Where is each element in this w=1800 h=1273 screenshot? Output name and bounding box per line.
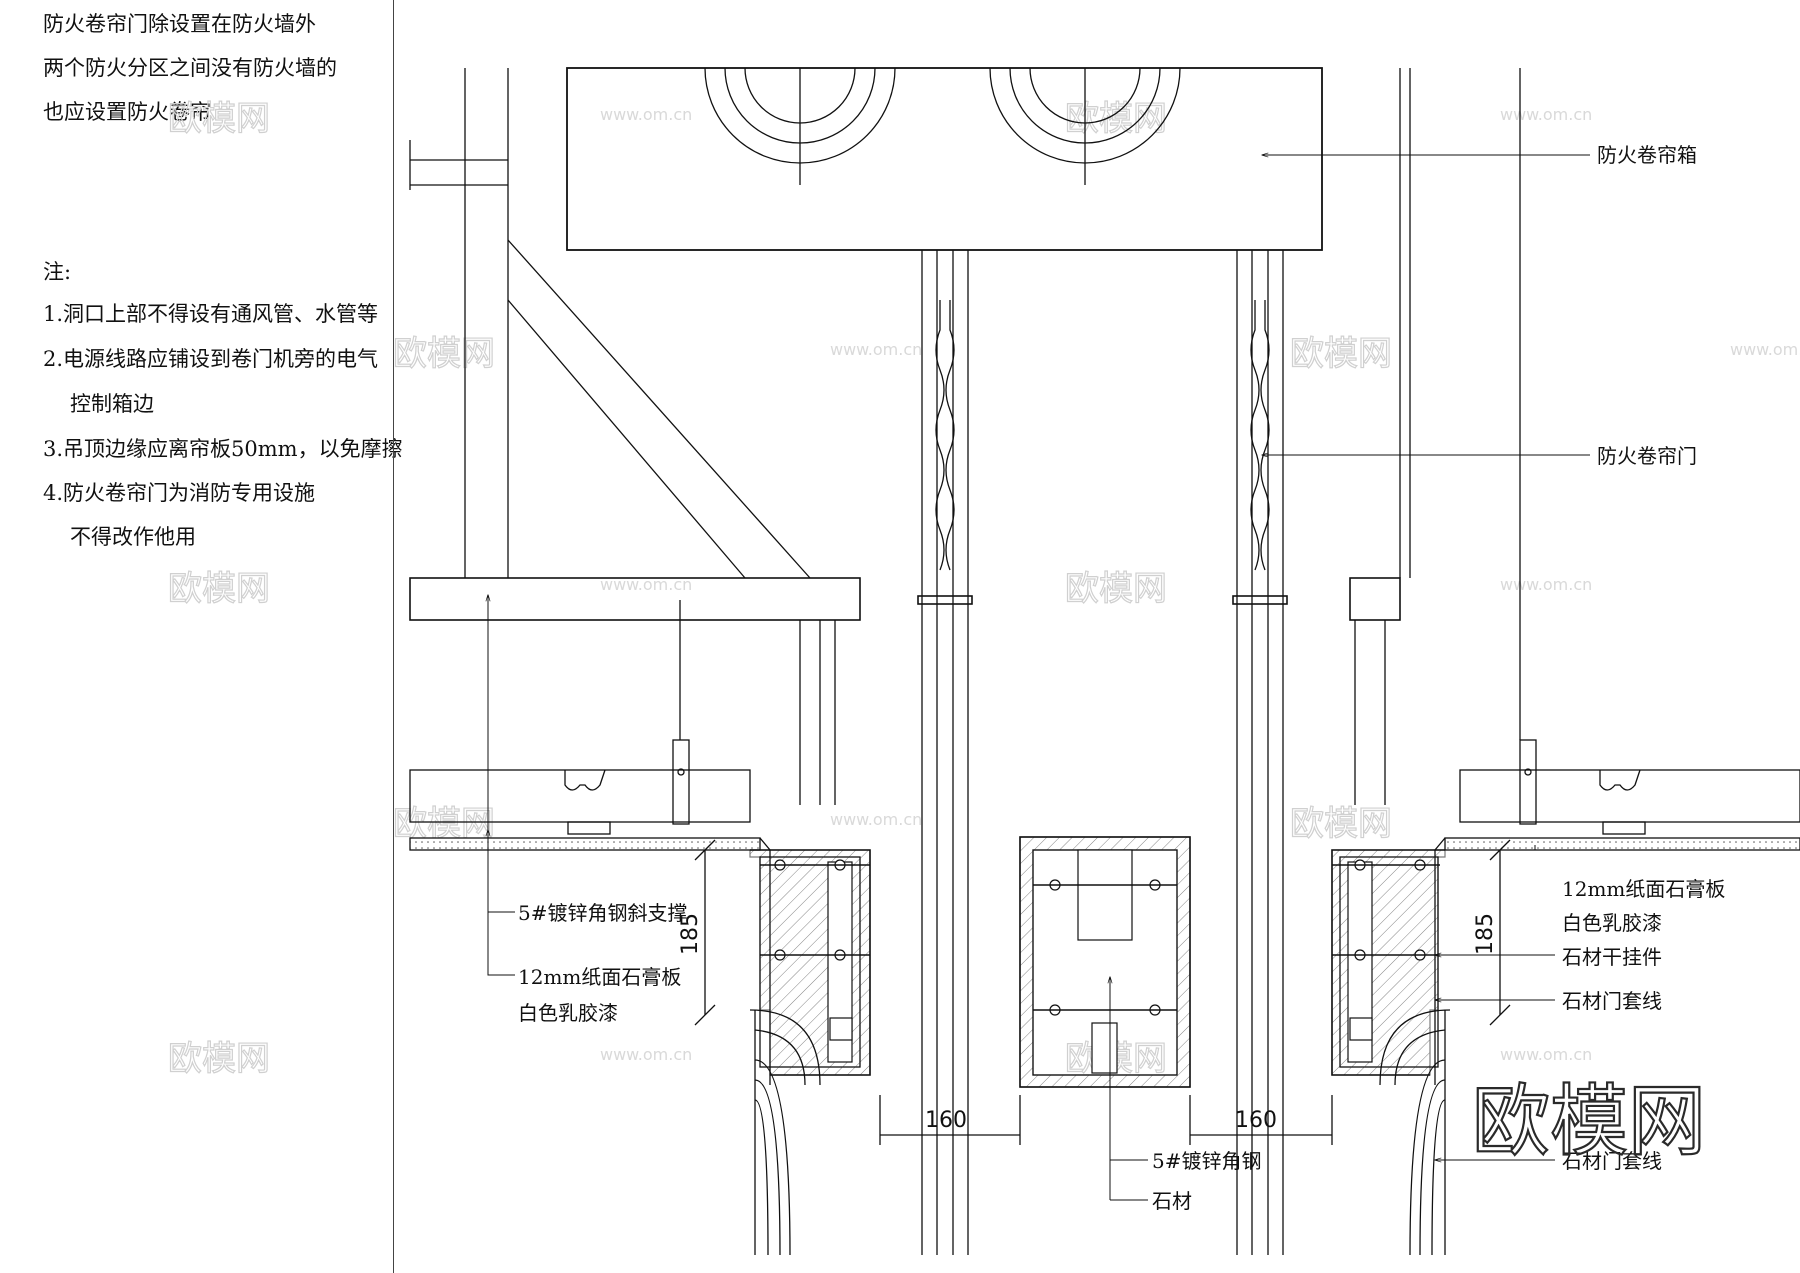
- label-box: 防火卷帘箱: [1597, 143, 1697, 167]
- label-right-board-1: 12mm纸面石膏板: [1562, 877, 1725, 901]
- svg-text:欧模网: 欧模网: [1065, 99, 1167, 139]
- svg-text:欧模网: 欧模网: [1290, 334, 1392, 374]
- label-stone: 石材: [1152, 1189, 1192, 1213]
- dim-left-gap: 160: [925, 1108, 967, 1133]
- intro-line-2: 两个防火分区之间没有防火墙的: [43, 56, 337, 80]
- label-angle-steel: 5#镀锌角钢: [1152, 1149, 1261, 1173]
- panel-divider: [393, 0, 394, 1273]
- svg-text:欧模网: 欧模网: [168, 99, 270, 139]
- label-stone-hanger: 石材干挂件: [1562, 945, 1662, 969]
- intro-line-1: 防火卷帘门除设置在防火墙外: [43, 12, 316, 36]
- svg-text:欧模网: 欧模网: [1065, 569, 1167, 609]
- label-left-brace: 5#镀锌角钢斜支撑: [518, 901, 687, 925]
- note-item: 控制箱边: [70, 392, 154, 416]
- note-item: 1.洞口上部不得设有通风管、水管等: [43, 302, 379, 326]
- label-left-board-2: 白色乳胶漆: [518, 1001, 618, 1025]
- svg-text:www.om.cn: www.om.cn: [1730, 340, 1800, 359]
- svg-text:www.om.cn: www.om.cn: [830, 810, 922, 829]
- note-item: 2.电源线路应铺设到卷门机旁的电气: [43, 347, 379, 371]
- label-door-trim-1: 石材门套线: [1562, 989, 1662, 1013]
- notes-panel: 防火卷帘门除设置在防火墙外 两个防火分区之间没有防火墙的 也应设置防火卷帘 注:…: [0, 0, 403, 1273]
- note-item: 3.吊顶边缘应离帘板50mm，以免摩擦: [43, 437, 403, 461]
- note-item: 4.防火卷帘门为消防专用设施: [43, 481, 316, 505]
- note-item: 不得改作他用: [70, 525, 196, 549]
- svg-text:www.om.cn: www.om.cn: [830, 340, 922, 359]
- intro-line-3: 也应设置防火卷帘: [43, 100, 211, 124]
- label-curtain: 防火卷帘门: [1597, 444, 1697, 468]
- svg-text:欧模网: 欧模网: [168, 569, 270, 609]
- svg-text:欧模网: 欧模网: [168, 1039, 270, 1079]
- dim-right-height: 185: [1473, 913, 1498, 955]
- svg-text:欧模网: 欧模网: [1290, 804, 1392, 844]
- dim-right-gap: 160: [1235, 1108, 1277, 1133]
- svg-text:www.om.cn: www.om.cn: [600, 575, 692, 594]
- label-door-trim-2: 石材门套线: [1562, 1149, 1662, 1173]
- svg-text:www.om.cn: www.om.cn: [600, 1045, 692, 1064]
- note-heading: 注:: [43, 260, 72, 284]
- watermark-layer: www.om.cn www.om.cn www.om.cn www.om.cn …: [167, 98, 1800, 1079]
- logo-text: 欧模网: [1472, 1077, 1706, 1167]
- svg-text:欧模网: 欧模网: [393, 334, 495, 374]
- label-right-board-2: 白色乳胶漆: [1562, 911, 1662, 935]
- svg-text:www.om.cn: www.om.cn: [1500, 105, 1592, 124]
- svg-text:www.om.cn: www.om.cn: [1500, 1045, 1592, 1064]
- label-left-board-1: 12mm纸面石膏板: [518, 965, 681, 989]
- svg-text:www.om.cn: www.om.cn: [1500, 575, 1592, 594]
- dim-left-height: 185: [678, 913, 703, 955]
- svg-text:www.om.cn: www.om.cn: [600, 105, 692, 124]
